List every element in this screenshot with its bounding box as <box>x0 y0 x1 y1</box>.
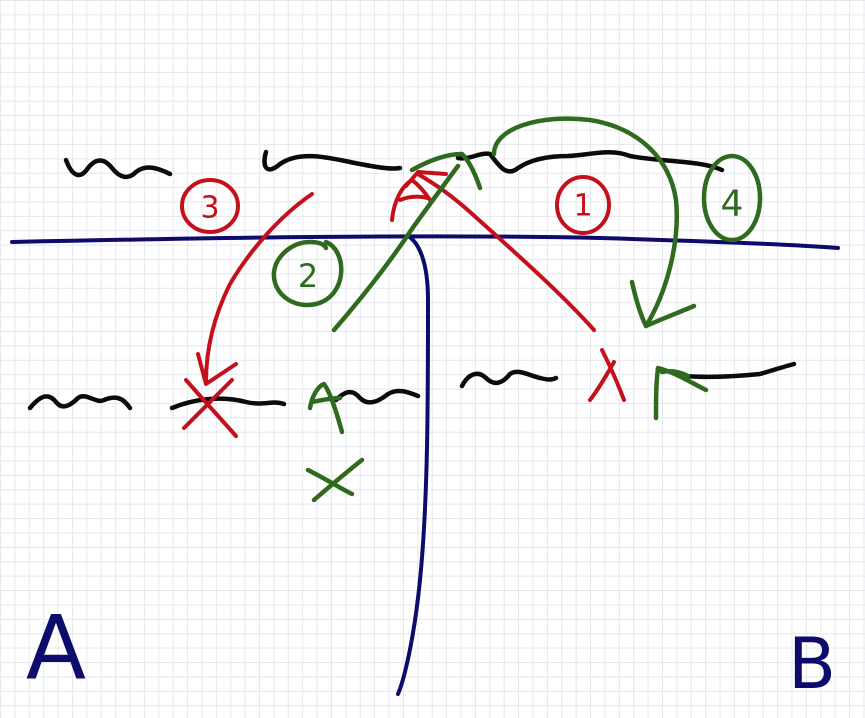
green-arrow-step-4 <box>491 116 679 329</box>
upper-text-scribble-3 <box>455 149 725 174</box>
red-arrow-step-3-head <box>196 352 238 386</box>
step-2-circle <box>271 239 344 308</box>
lower-text-scribble-4 <box>459 369 559 389</box>
red-arrow-step-3 <box>204 192 314 384</box>
green-arrow-step-4-head <box>629 279 697 329</box>
step-3-circle <box>180 178 240 234</box>
red-arrow-step-1 <box>416 172 596 332</box>
vertical-divider <box>396 234 430 696</box>
step-1-label: 1 <box>573 189 592 224</box>
green-arrow-step-2-head <box>409 151 483 191</box>
side-a-label: A <box>26 597 86 700</box>
lower-text-scribble-2 <box>169 396 287 411</box>
red-x-lower-left <box>182 378 238 438</box>
red-x-lower-right <box>588 348 626 402</box>
step-4-label: 4 <box>721 184 744 225</box>
horizontal-divider <box>10 234 840 250</box>
lower-text-scribble-5 <box>681 361 797 380</box>
side-b-label: B <box>788 623 836 705</box>
green-arrow-step-2 <box>331 163 461 333</box>
step-4-circle <box>701 153 763 243</box>
red-arrow-step-1-head <box>404 170 448 188</box>
green-letter-a-lower-mid <box>307 381 345 435</box>
upper-text-scribble-2 <box>262 149 403 172</box>
upper-text-scribble-1 <box>63 157 173 180</box>
lower-text-scribble-1 <box>27 394 133 411</box>
step-3-label: 3 <box>200 191 219 226</box>
lower-text-scribble-3 <box>333 388 421 405</box>
step-1-circle <box>555 175 611 235</box>
green-x-lower-mid <box>305 457 365 503</box>
step-2-label: 2 <box>298 257 318 295</box>
green-letter-a-lower-right <box>653 365 709 421</box>
